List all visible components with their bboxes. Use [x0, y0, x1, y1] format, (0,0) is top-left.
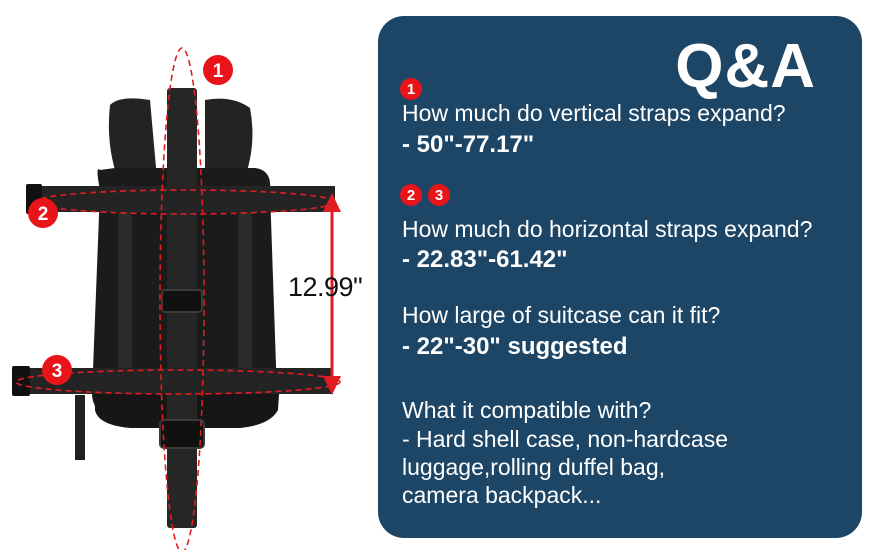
dimension-arrow — [323, 193, 341, 395]
vertical-strap-guide — [159, 47, 205, 550]
question-2: How much do horizontal straps expand? — [402, 216, 813, 242]
marker-2: 2 — [28, 198, 58, 228]
badge-1: 1 — [400, 78, 422, 100]
answer-4-line-3: camera backpack... — [402, 482, 602, 509]
panel-title: Q&A — [675, 32, 816, 101]
marker-1: 1 — [203, 55, 233, 85]
buckle-bottom — [159, 419, 205, 449]
left-shoulder-strap — [108, 98, 158, 190]
answer-2: - 22.83"-61.42" — [402, 246, 568, 273]
answer-4-line-2: luggage,rolling duffel bag, — [402, 454, 666, 481]
question-3: How large of suitcase can it fit? — [402, 302, 721, 328]
badge-3: 3 — [428, 184, 450, 206]
badge-2: 2 — [400, 184, 422, 206]
buckle-top — [161, 289, 203, 313]
answer-1: - 50"-77.17" — [402, 131, 535, 158]
product-photo: 1 2 3 12.99" — [0, 0, 380, 550]
horizontal-strap-3-guide — [15, 369, 341, 395]
svg-text:2: 2 — [38, 204, 49, 225]
question-4: What it compatible with? — [402, 397, 652, 423]
height-dimension-label: 12.99" — [288, 272, 363, 302]
answer-3: - 22"-30" suggested — [402, 333, 628, 360]
backpack-strap-illustration: 1 2 3 — [12, 47, 341, 550]
answer-4: - Hard shell case, non-hardcase luggage,… — [402, 425, 728, 509]
qa-panel: Q&A 1 How much do vertical straps expand… — [378, 16, 862, 538]
answer-4-line-1: - Hard shell case, non-hardcase — [402, 426, 728, 452]
question-2-badges: 2 3 — [400, 184, 450, 206]
question-1-badges: 1 — [400, 78, 422, 100]
marker-3: 3 — [42, 355, 72, 385]
question-1: How much do vertical straps expand? — [402, 100, 786, 126]
right-shoulder-strap — [205, 98, 253, 190]
svg-text:3: 3 — [52, 361, 63, 382]
svg-text:1: 1 — [213, 61, 224, 82]
